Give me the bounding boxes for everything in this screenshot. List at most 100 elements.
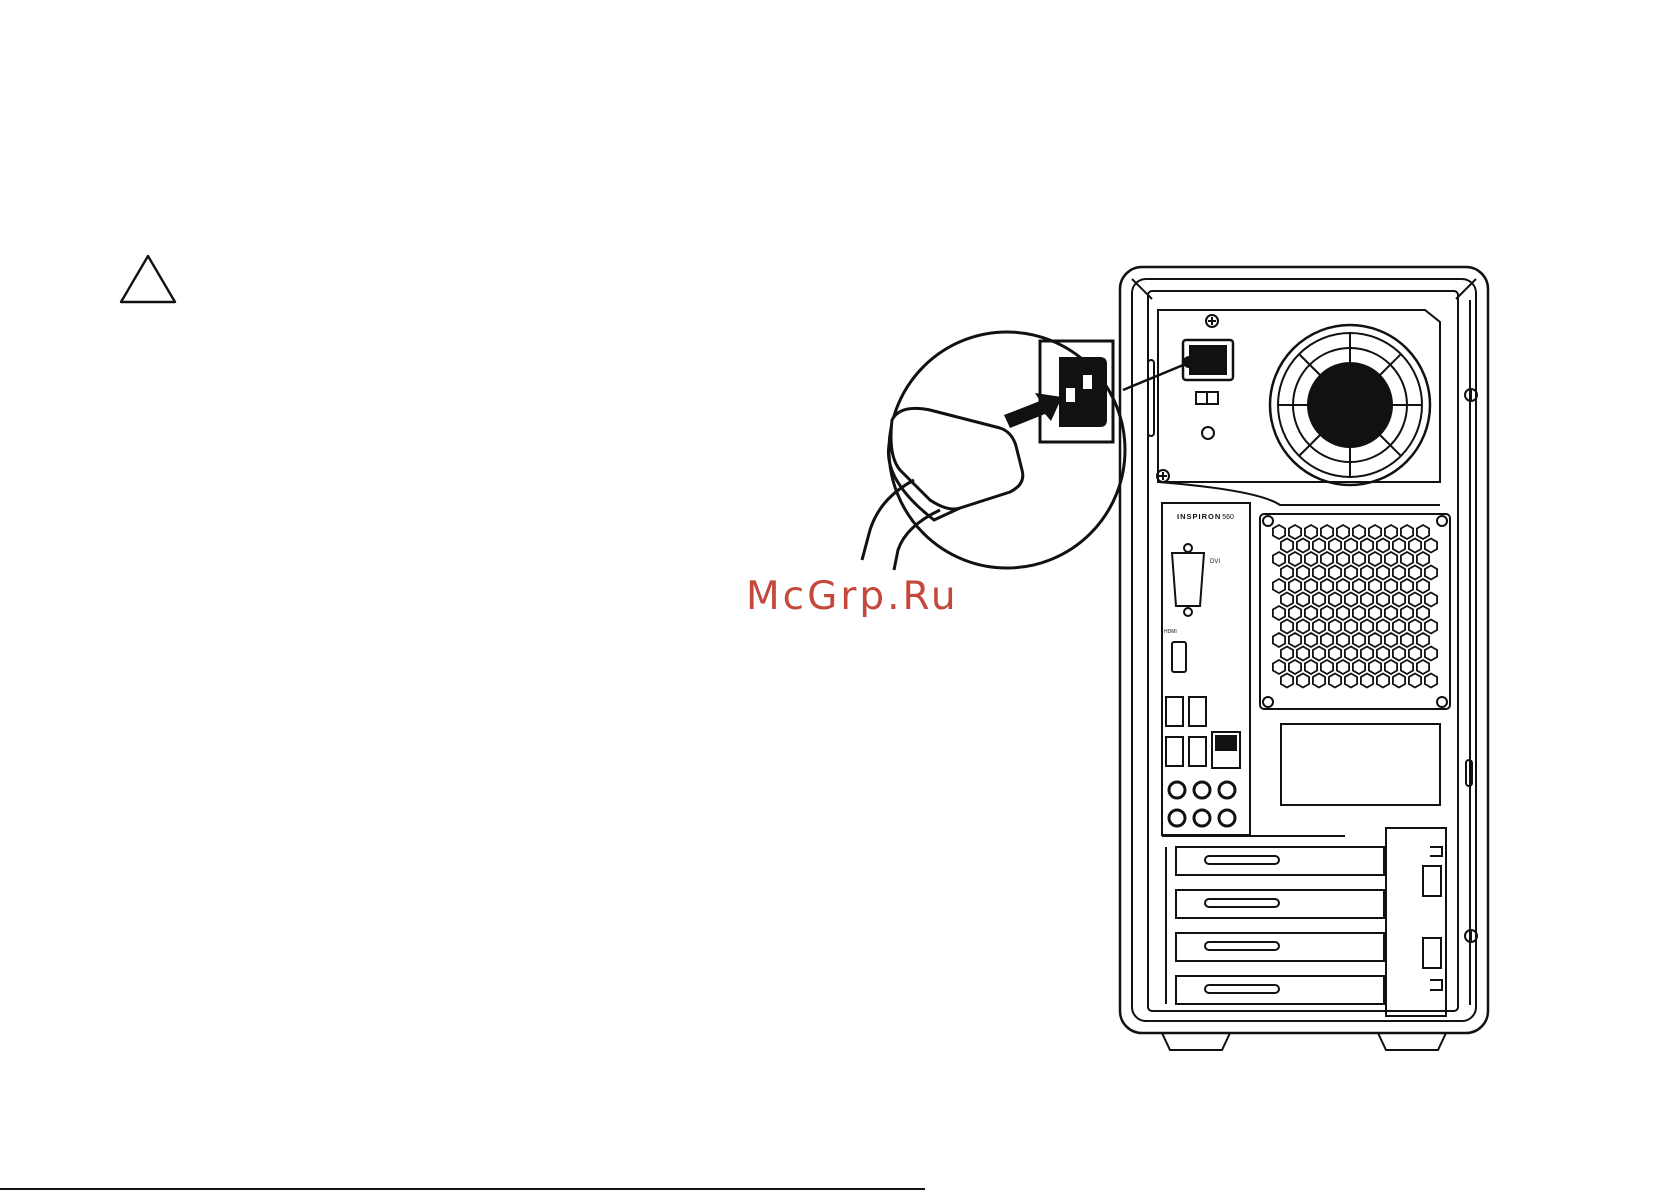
vent-hole	[1273, 660, 1285, 674]
vent-hole	[1289, 552, 1301, 566]
vent-hole	[1393, 620, 1405, 634]
vent-hole	[1321, 552, 1333, 566]
vent-hole	[1409, 566, 1421, 580]
vent-hole	[1425, 620, 1437, 634]
vent-hole	[1353, 525, 1365, 539]
vent-hole	[1273, 606, 1285, 620]
vent-hole	[1345, 566, 1357, 580]
vent-hole	[1313, 539, 1325, 553]
vent-hole	[1369, 579, 1381, 593]
vent-hole	[1353, 606, 1365, 620]
vent-hole	[1273, 633, 1285, 647]
vent-hole	[1329, 674, 1341, 688]
vent-hole	[1385, 660, 1397, 674]
vent-hole	[1369, 660, 1381, 674]
vent-hole	[1345, 620, 1357, 634]
vent-hole	[1305, 660, 1317, 674]
vent-hole	[1313, 593, 1325, 607]
vent-hole	[1273, 525, 1285, 539]
vent-hole	[1385, 606, 1397, 620]
vent-hole	[1401, 606, 1413, 620]
vent-hole	[1361, 620, 1373, 634]
vent-hole	[1329, 647, 1341, 661]
vent-hole	[1337, 660, 1349, 674]
model-label: · 560	[1218, 514, 1234, 521]
vent-hole	[1329, 620, 1341, 634]
vent-hole	[1289, 633, 1301, 647]
vent-hole	[1353, 579, 1365, 593]
vent-hole	[1377, 566, 1389, 580]
vent-hole	[1273, 552, 1285, 566]
vent-hole	[1417, 525, 1429, 539]
vent-hole	[1369, 525, 1381, 539]
vent-hole	[1281, 566, 1293, 580]
vent-hole	[1337, 525, 1349, 539]
vent-hole	[1353, 552, 1365, 566]
vent-hole	[1401, 579, 1413, 593]
vent-hole	[1313, 647, 1325, 661]
vent-hole	[1369, 552, 1381, 566]
vent-hole	[1289, 525, 1301, 539]
vent-hole	[1401, 633, 1413, 647]
vent-hole	[1377, 620, 1389, 634]
vent-hole	[1305, 525, 1317, 539]
vent-hole	[1329, 539, 1341, 553]
vent-hole	[1281, 620, 1293, 634]
vent-hole	[1281, 593, 1293, 607]
vent-hole	[1337, 606, 1349, 620]
vent-hole	[1329, 566, 1341, 580]
vent-hole	[1425, 539, 1437, 553]
vent-hole	[1425, 674, 1437, 688]
vent-hole	[1313, 566, 1325, 580]
vent-hole	[1385, 525, 1397, 539]
vent-hole	[1305, 552, 1317, 566]
vent-hole	[1425, 566, 1437, 580]
hex-vent	[1260, 514, 1450, 805]
brand-label: INSPIRON	[1177, 512, 1221, 521]
vent-hole	[1289, 660, 1301, 674]
vent-hole	[1401, 552, 1413, 566]
vent-hole	[1377, 647, 1389, 661]
vent-hole	[1345, 539, 1357, 553]
vent-hole	[1401, 525, 1413, 539]
vent-hole	[1393, 647, 1405, 661]
vent-hole	[1297, 593, 1309, 607]
vent-hole	[1297, 620, 1309, 634]
vent-hole	[1369, 606, 1381, 620]
vent-hole	[1353, 633, 1365, 647]
vent-hole	[1273, 579, 1285, 593]
vent-hole	[1361, 647, 1373, 661]
vent-hole	[1393, 593, 1405, 607]
vent-hole	[1345, 674, 1357, 688]
vent-hole	[1337, 552, 1349, 566]
expansion-slots	[1162, 828, 1446, 1016]
bottom-rule	[0, 1188, 925, 1190]
power-supply	[1157, 310, 1440, 505]
vent-hole	[1417, 606, 1429, 620]
vent-hole	[1417, 633, 1429, 647]
vent-hole	[1345, 647, 1357, 661]
vent-hole	[1361, 539, 1373, 553]
vent-hole	[1417, 660, 1429, 674]
vent-hole	[1313, 620, 1325, 634]
psu-fan	[1270, 325, 1430, 485]
vent-hole	[1409, 539, 1421, 553]
vent-hole	[1281, 539, 1293, 553]
vent-hole	[1377, 674, 1389, 688]
vent-hole	[1281, 674, 1293, 688]
vent-hole	[1377, 539, 1389, 553]
vent-hole	[1361, 593, 1373, 607]
vent-hole	[1409, 593, 1421, 607]
vent-hole	[1321, 579, 1333, 593]
vent-hole	[1425, 647, 1437, 661]
vent-hole	[1337, 633, 1349, 647]
vent-hole	[1297, 539, 1309, 553]
vent-hole	[1337, 579, 1349, 593]
vent-hole	[1305, 579, 1317, 593]
vga-label: DVI	[1210, 559, 1220, 565]
vent-hole	[1409, 647, 1421, 661]
vent-hole	[1321, 633, 1333, 647]
vent-hole	[1289, 606, 1301, 620]
vent-hole	[1393, 674, 1405, 688]
